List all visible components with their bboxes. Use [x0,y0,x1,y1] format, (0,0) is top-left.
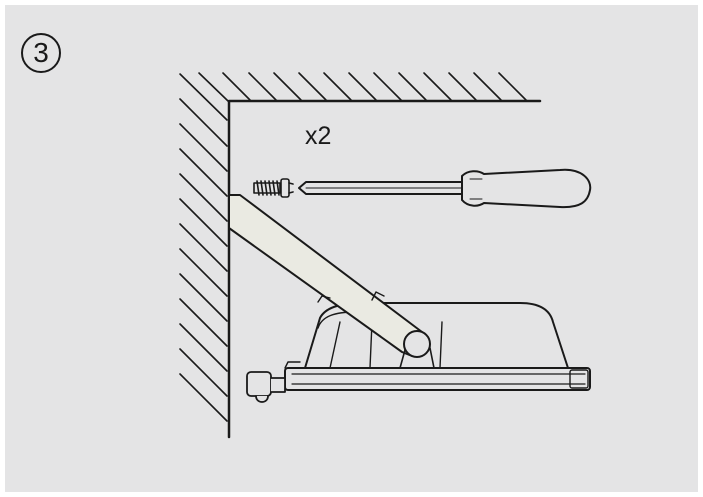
wall-corner-hatch [179,72,542,439]
step-number-badge: 3 [21,33,61,73]
instruction-panel [5,5,698,492]
step-number: 3 [33,37,49,68]
screw-icon [253,178,294,198]
screwdriver-icon [298,168,592,209]
mounting-bracket [228,194,435,369]
hinge-knob [246,371,286,403]
light-fixture [284,302,591,391]
screw-quantity-label: x2 [305,122,332,150]
